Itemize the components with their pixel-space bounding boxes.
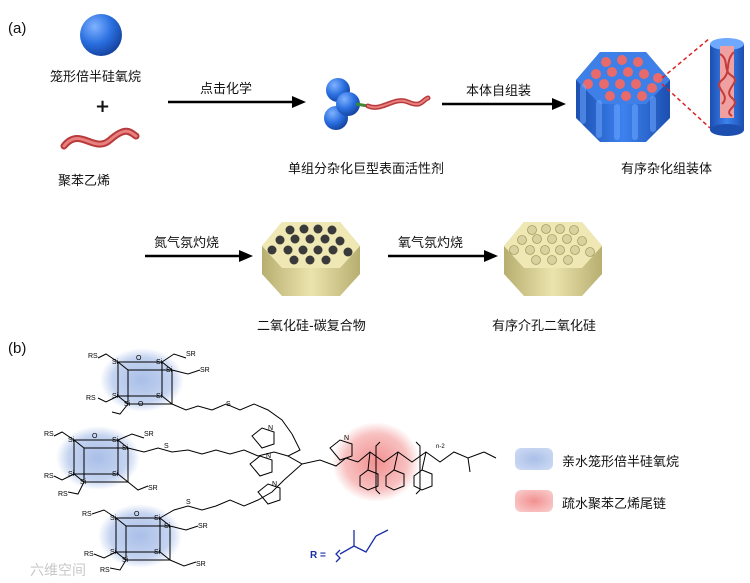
atom-n: N [268, 425, 273, 432]
poss-label: 笼形倍半硅氧烷 [50, 70, 142, 85]
atom-si: Si [156, 359, 163, 366]
arrow-n2-calcine [145, 250, 253, 262]
legend-hydrophilic-label: 亲水笼形倍半硅氧烷 [562, 455, 680, 470]
r-group-label: R = [310, 550, 326, 561]
mesoporous-label: 有序介孔二氧化硅 [492, 319, 597, 334]
arrow-click-chem [168, 96, 306, 108]
atom-rs: RS [84, 551, 94, 558]
atom-si: Si [68, 437, 75, 444]
chemical-structure: Si Si O Si Si Si O Si RS SR RS SR S Si S… [44, 348, 497, 574]
atom-n: N [344, 435, 349, 442]
poss-sphere-icon [80, 14, 122, 56]
atom-si: Si [110, 515, 117, 522]
atom-s: S [164, 443, 169, 450]
legend-hydrophobic-label: 疏水聚苯乙烯尾链 [562, 497, 667, 512]
atom-s: S [226, 401, 231, 408]
n2-calcine-label: 氮气氛灼烧 [154, 236, 220, 251]
atom-si: Si [112, 359, 119, 366]
legend-hydrophobic-swatch [515, 490, 553, 512]
atom-sr: SR [196, 561, 206, 568]
atom-si: Si [166, 367, 173, 374]
atom-si: Si [122, 445, 129, 452]
atom-si: Si [112, 437, 119, 444]
atom-rs: RS [88, 353, 98, 360]
atom-n: N [272, 481, 277, 488]
atom-sr: SR [148, 485, 158, 492]
plus-sign: + [95, 96, 111, 117]
arrow-o2-calcine [388, 250, 498, 262]
atom-si: Si [156, 393, 163, 400]
atom-si: Si [80, 479, 87, 486]
atom-sr: SR [198, 523, 208, 530]
ordered-hybrid-label: 有序杂化组装体 [621, 162, 713, 177]
atom-sr: SR [186, 351, 196, 358]
atom-si: Si [154, 515, 161, 522]
atom-sr: SR [200, 367, 210, 374]
atom-si: Si [164, 523, 171, 530]
mesoporous-silica-icon [504, 222, 602, 296]
atom-si: Si [110, 549, 117, 556]
atom-rs: RS [82, 511, 92, 518]
giant-surfactant-icon [324, 78, 431, 130]
atom-si: Si [68, 471, 75, 478]
atom-rs: RS [100, 567, 110, 574]
repeat-subscript: n-2 [436, 444, 445, 450]
silica-carbon-composite-icon [262, 222, 360, 296]
atom-si: Si [154, 549, 161, 556]
polystyrene-chain-icon [60, 127, 140, 150]
self-assembly-label: 本体自组装 [466, 84, 532, 99]
r-group-structure [335, 529, 389, 563]
atom-o: O [92, 433, 98, 440]
atom-rs: RS [44, 431, 54, 438]
atom-o: O [136, 355, 142, 362]
atom-si: Si [112, 471, 119, 478]
atom-s: S [186, 499, 191, 506]
atom-rs: RS [58, 491, 68, 498]
panel-a-label: (a) [8, 20, 27, 37]
ordered-hybrid-assembly-icon [576, 52, 670, 142]
atom-rs: RS [44, 473, 54, 480]
arrow-self-assembly [442, 98, 566, 110]
atom-o: O [138, 401, 144, 408]
ps-label: 聚苯乙烯 [58, 174, 111, 189]
atom-n: N [266, 453, 271, 460]
zoom-cylinder-icon [661, 37, 744, 136]
panel-b-label: (b) [8, 340, 27, 357]
atom-si: Si [112, 393, 119, 400]
atom-rs: RS [86, 395, 96, 402]
poss-cage-halo [98, 504, 182, 568]
atom-si: Si [122, 557, 129, 564]
surfactant-label: 单组分杂化巨型表面活性剂 [288, 162, 445, 177]
legend-hydrophilic-swatch [515, 448, 553, 470]
watermark-text: 六维空间 [30, 563, 86, 579]
atom-sr: SR [144, 431, 154, 438]
o2-calcine-label: 氧气氛灼烧 [398, 236, 464, 251]
atom-si: Si [124, 401, 131, 408]
composite-label: 二氧化硅-碳复合物 [257, 319, 366, 334]
click-chem-label: 点击化学 [200, 82, 253, 97]
atom-o: O [134, 511, 140, 518]
